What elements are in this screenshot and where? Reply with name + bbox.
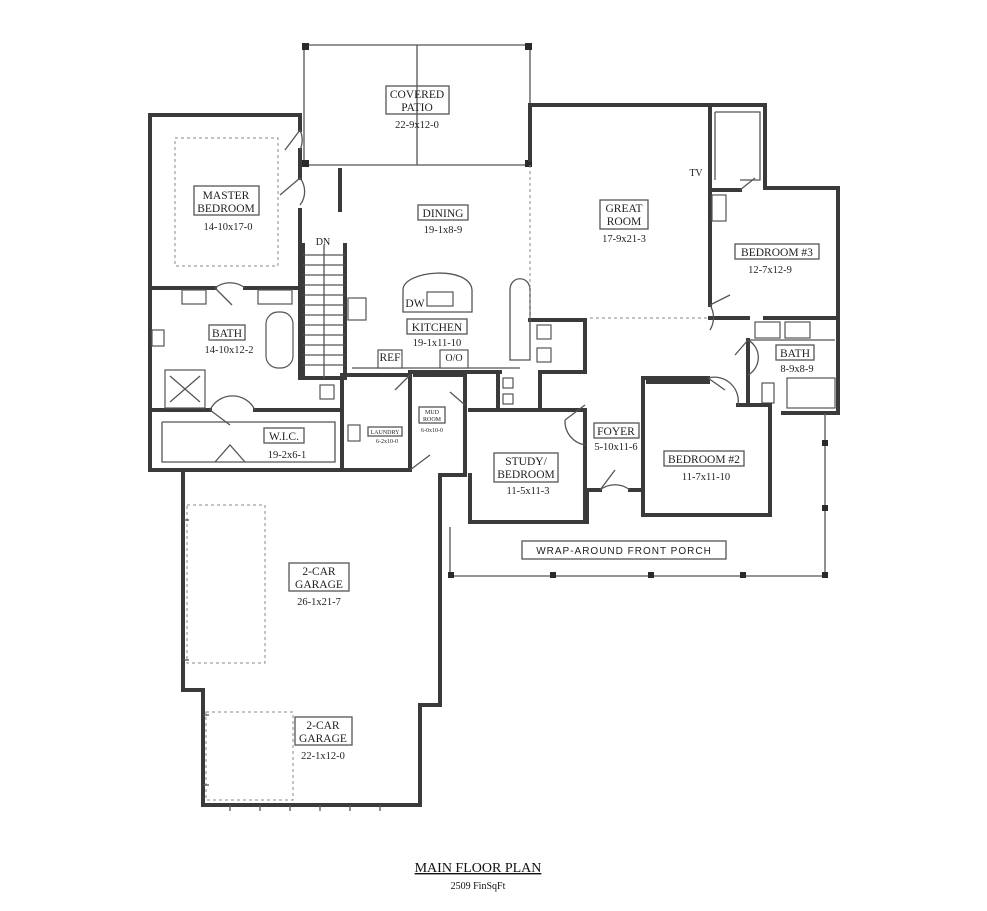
wrap-around-porch: [448, 413, 828, 578]
porch-label: WRAP-AROUND FRONT PORCH: [536, 546, 712, 557]
bath2-label: BATH: [780, 348, 810, 360]
wic-dim: 19-2x6-1: [268, 450, 307, 461]
stair-treads: [303, 245, 345, 378]
interior-walls: [148, 103, 840, 524]
garage1-label-1: 2-CAR: [302, 566, 336, 578]
oven-label: O/O: [445, 353, 462, 364]
garage-door-marks: [183, 519, 381, 811]
door-swings: [209, 129, 759, 491]
kitchen-fixtures: [347, 272, 531, 369]
bedroom3-label: BEDROOM #3: [741, 247, 813, 259]
tv-label: TV: [689, 168, 703, 179]
garage2-dim: 22-1x12-0: [301, 751, 345, 762]
dining-dim: 19-1x8-9: [424, 225, 463, 236]
mud-room-label-1: MUD: [425, 410, 440, 416]
covered-patio-dim: 22-9x12-0: [395, 120, 439, 131]
master-bedroom-label-1: MASTER: [203, 190, 250, 202]
master-bedroom-dim: 14-10x17-0: [204, 222, 253, 233]
garage1-label-2: GARAGE: [295, 579, 343, 591]
mud-room-label-2: ROOM: [423, 417, 442, 423]
foyer-dim: 5-10x11-6: [594, 442, 637, 453]
study-label-2: BEDROOM: [497, 469, 555, 481]
laundry-label: LAUNDRY: [370, 430, 400, 436]
master-bedroom-label-2: BEDROOM: [197, 203, 255, 215]
garage2-label-1: 2-CAR: [306, 720, 340, 732]
mud-room-dim: 6-0x10-0: [421, 428, 443, 434]
master-bath-dim: 14-10x12-2: [205, 345, 254, 356]
laundry-dim: 6-2x10-0: [376, 439, 398, 445]
garage1-dim: 26-1x21-7: [297, 597, 341, 608]
dining-label: DINING: [423, 208, 464, 220]
garage2-label-2: GARAGE: [299, 733, 347, 745]
bedroom2-label: BEDROOM #2: [668, 454, 740, 466]
refrigerator-label: REF: [379, 352, 400, 364]
dashed-guides: [174, 137, 710, 801]
kitchen-label: KITCHEN: [412, 322, 463, 334]
plan-title: MAIN FLOOR PLAN: [415, 861, 542, 876]
wic-label: W.I.C.: [269, 431, 299, 443]
covered-patio-label-1: COVERED: [390, 89, 444, 101]
foyer-label: FOYER: [597, 426, 635, 438]
plan-sqft: 2509 FinSqFt: [451, 881, 506, 892]
bedroom2-dim: 11-7x11-10: [682, 472, 730, 483]
study-dim: 11-5x11-3: [507, 486, 550, 497]
room-labels: COVERED PATIO 22-9x12-0 MASTER BEDROOM 1…: [193, 85, 820, 892]
stair-down-label: DN: [316, 237, 330, 248]
kitchen-dim: 19-1x11-10: [413, 338, 462, 349]
great-room-label-2: ROOM: [607, 216, 642, 228]
bath2-dim: 8-9x8-9: [780, 364, 813, 375]
great-room-label-1: GREAT: [605, 203, 642, 215]
great-room-dim: 17-9x21-3: [602, 234, 646, 245]
master-bath-label: BATH: [212, 328, 242, 340]
bedroom3-dim: 12-7x12-9: [748, 265, 792, 276]
covered-patio-label-2: PATIO: [401, 102, 433, 114]
study-label-1: STUDY/: [505, 456, 547, 468]
dishwasher-label: DW: [405, 298, 424, 310]
